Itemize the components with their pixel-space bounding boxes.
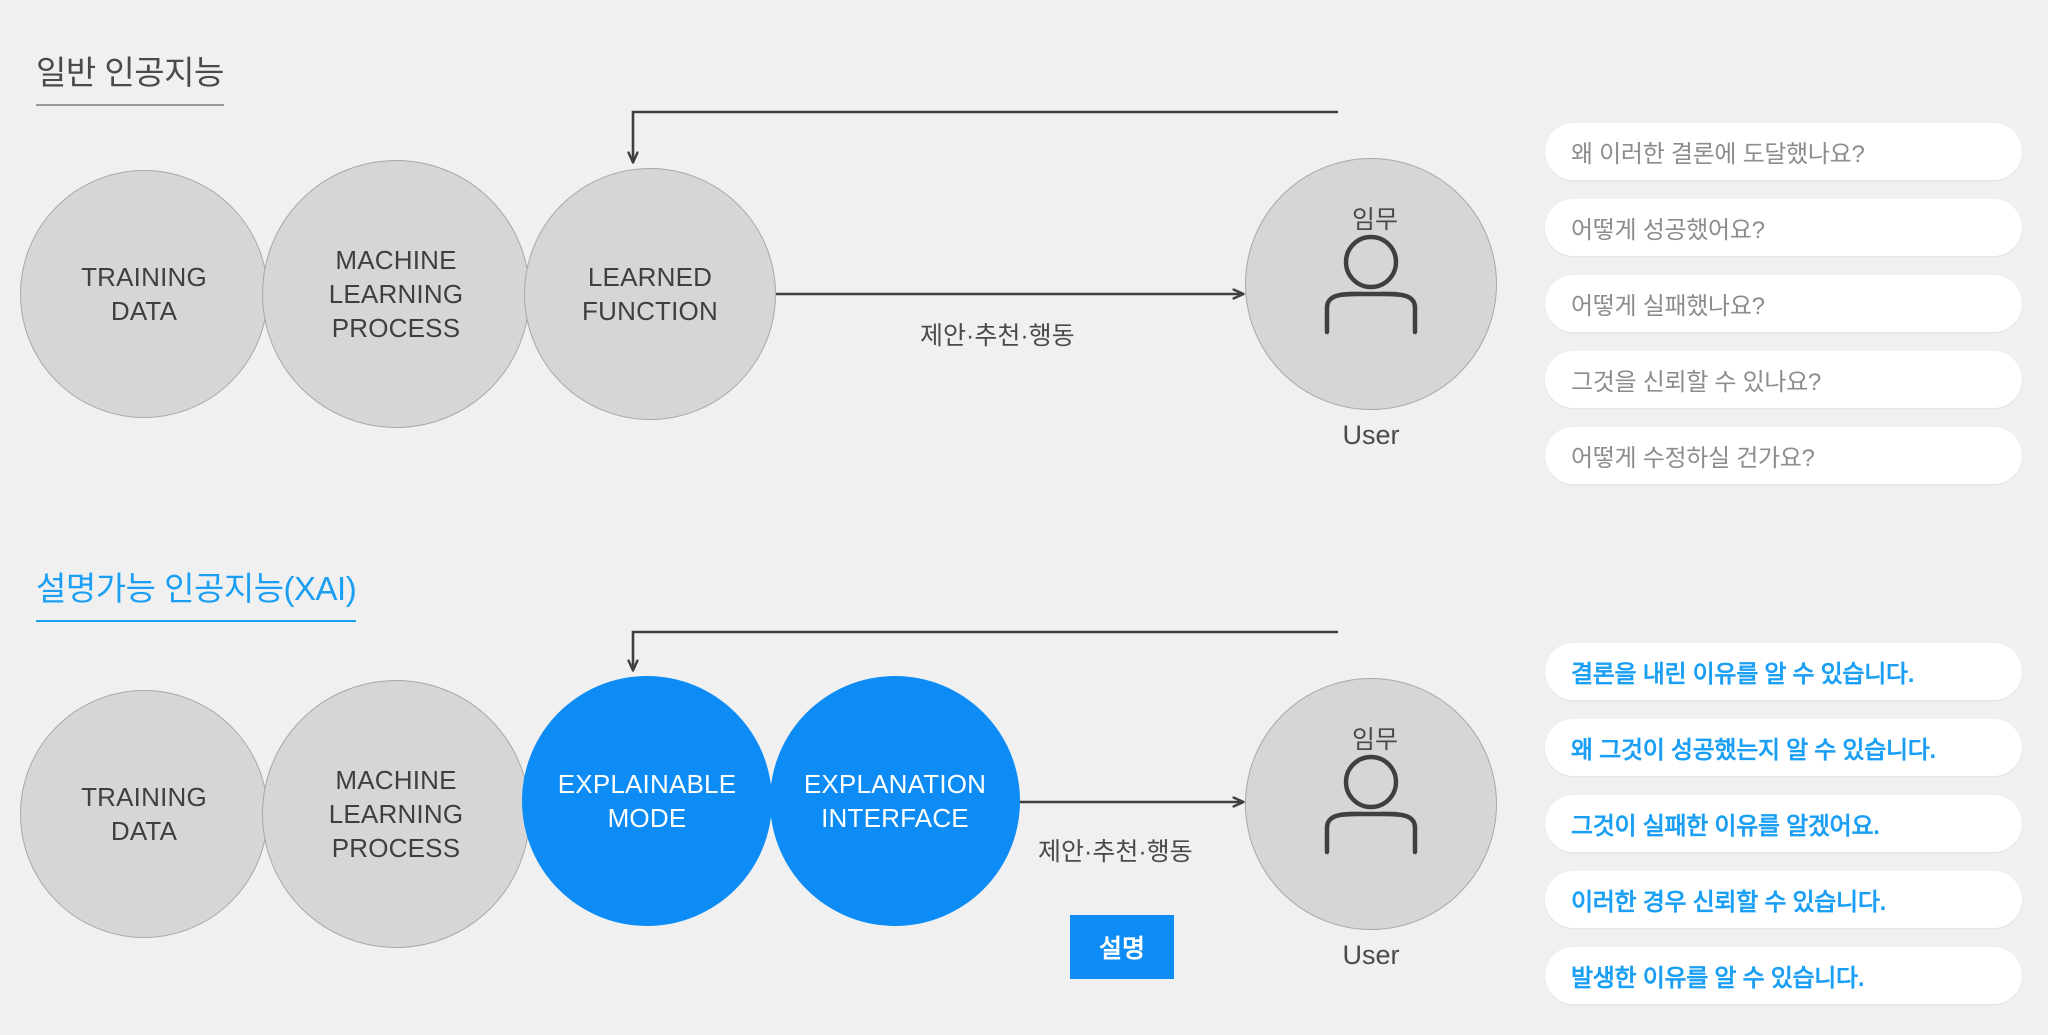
list-item[interactable]: 왜 그것이 성공했는지 알 수 있습니다. bbox=[1545, 719, 2022, 776]
node-label: MACHINE LEARNING PROCESS bbox=[328, 764, 464, 864]
section-heading-conventional-ai: 일반 인공지능 bbox=[36, 46, 224, 106]
list-item[interactable]: 어떻게 수정하실 건가요? bbox=[1545, 427, 2022, 484]
person-icon bbox=[1324, 234, 1418, 335]
conventional-ai-flow: TRAINING DATA MACHINE LEARNING PROCESS L… bbox=[0, 100, 1560, 520]
node-ml-process-xai: MACHINE LEARNING PROCESS bbox=[262, 680, 530, 948]
list-item[interactable]: 왜 이러한 결론에 도달했나요? bbox=[1545, 123, 2022, 180]
node-label: MACHINE LEARNING PROCESS bbox=[328, 244, 464, 344]
pill-text: 그것이 실패한 이유를 알겠어요. bbox=[1571, 813, 1880, 840]
explainable-ai-connectors bbox=[0, 630, 1338, 1035]
edge-label-task-conventional: 임무 bbox=[1352, 206, 1399, 234]
conventional-ai-connectors bbox=[0, 110, 1338, 520]
task-connector bbox=[633, 630, 1338, 670]
node-user-conventional bbox=[1245, 158, 1497, 410]
node-label: TRAINING DATA bbox=[81, 261, 207, 326]
explainable-ai-flow: TRAINING DATA MACHINE LEARNING PROCESS E… bbox=[0, 620, 1560, 1035]
pill-text: 어떻게 수정하실 건가요? bbox=[1571, 445, 1815, 472]
user-label-xai: User bbox=[1342, 940, 1400, 970]
node-training-data-xai: TRAINING DATA bbox=[20, 690, 268, 938]
list-item[interactable]: 결론을 내린 이유를 알 수 있습니다. bbox=[1545, 643, 2022, 700]
list-item[interactable]: 어떻게 실패했나요? bbox=[1545, 275, 2022, 332]
node-ml-process-conventional: MACHINE LEARNING PROCESS bbox=[262, 160, 530, 428]
person-icon bbox=[1324, 754, 1418, 855]
pill-text: 이러한 경우 신뢰할 수 있습니다. bbox=[1571, 889, 1886, 916]
node-training-data-conventional: TRAINING DATA bbox=[20, 170, 268, 418]
list-item[interactable]: 이러한 경우 신뢰할 수 있습니다. bbox=[1545, 871, 2022, 928]
list-item[interactable]: 그것이 실패한 이유를 알겠어요. bbox=[1545, 795, 2022, 852]
pill-text: 그것을 신뢰할 수 있나요? bbox=[1571, 369, 1821, 396]
node-label: EXPLAINABLE MODE bbox=[557, 768, 737, 833]
edge-label-action-xai: 제안·추천·행동 bbox=[1038, 838, 1193, 866]
explainable-ai-answer-list: 결론을 내린 이유를 알 수 있습니다. 왜 그것이 성공했는지 알 수 있습니… bbox=[1545, 643, 2025, 1023]
node-user-xai bbox=[1245, 678, 1497, 930]
node-explanation-interface: EXPLANATION INTERFACE bbox=[770, 676, 1020, 926]
node-label: TRAINING DATA bbox=[81, 781, 207, 846]
pill-text: 어떻게 실패했나요? bbox=[1571, 293, 1765, 320]
list-item[interactable]: 어떻게 성공했어요? bbox=[1545, 199, 2022, 256]
node-label: LEARNED FUNCTION bbox=[582, 261, 718, 326]
pill-text: 어떻게 성공했어요? bbox=[1571, 217, 1765, 244]
pill-text: 결론을 내린 이유를 알 수 있습니다. bbox=[1571, 661, 1915, 688]
node-explainable-mode: EXPLAINABLE MODE bbox=[522, 676, 772, 926]
conventional-ai-question-list: 왜 이러한 결론에 도달했나요? 어떻게 성공했어요? 어떻게 실패했나요? 그… bbox=[1545, 123, 2025, 503]
edge-label-action-conventional: 제안·추천·행동 bbox=[920, 322, 1075, 350]
explanation-badge: 설명 bbox=[1070, 915, 1174, 979]
user-label-conventional: User bbox=[1342, 420, 1400, 450]
node-label: EXPLANATION INTERFACE bbox=[803, 768, 987, 833]
pill-text: 왜 그것이 성공했는지 알 수 있습니다. bbox=[1571, 737, 1936, 764]
list-item[interactable]: 그것을 신뢰할 수 있나요? bbox=[1545, 351, 2022, 408]
section-heading-explainable-ai: 설명가능 인공지능(XAI) bbox=[36, 562, 357, 622]
list-item[interactable]: 발생한 이유를 알 수 있습니다. bbox=[1545, 947, 2022, 1004]
task-connector bbox=[633, 110, 1338, 162]
pill-text: 발생한 이유를 알 수 있습니다. bbox=[1571, 965, 1865, 992]
pill-text: 왜 이러한 결론에 도달했나요? bbox=[1571, 141, 1865, 168]
edge-label-task-xai: 임무 bbox=[1352, 726, 1399, 754]
node-learned-function: LEARNED FUNCTION bbox=[524, 168, 776, 420]
